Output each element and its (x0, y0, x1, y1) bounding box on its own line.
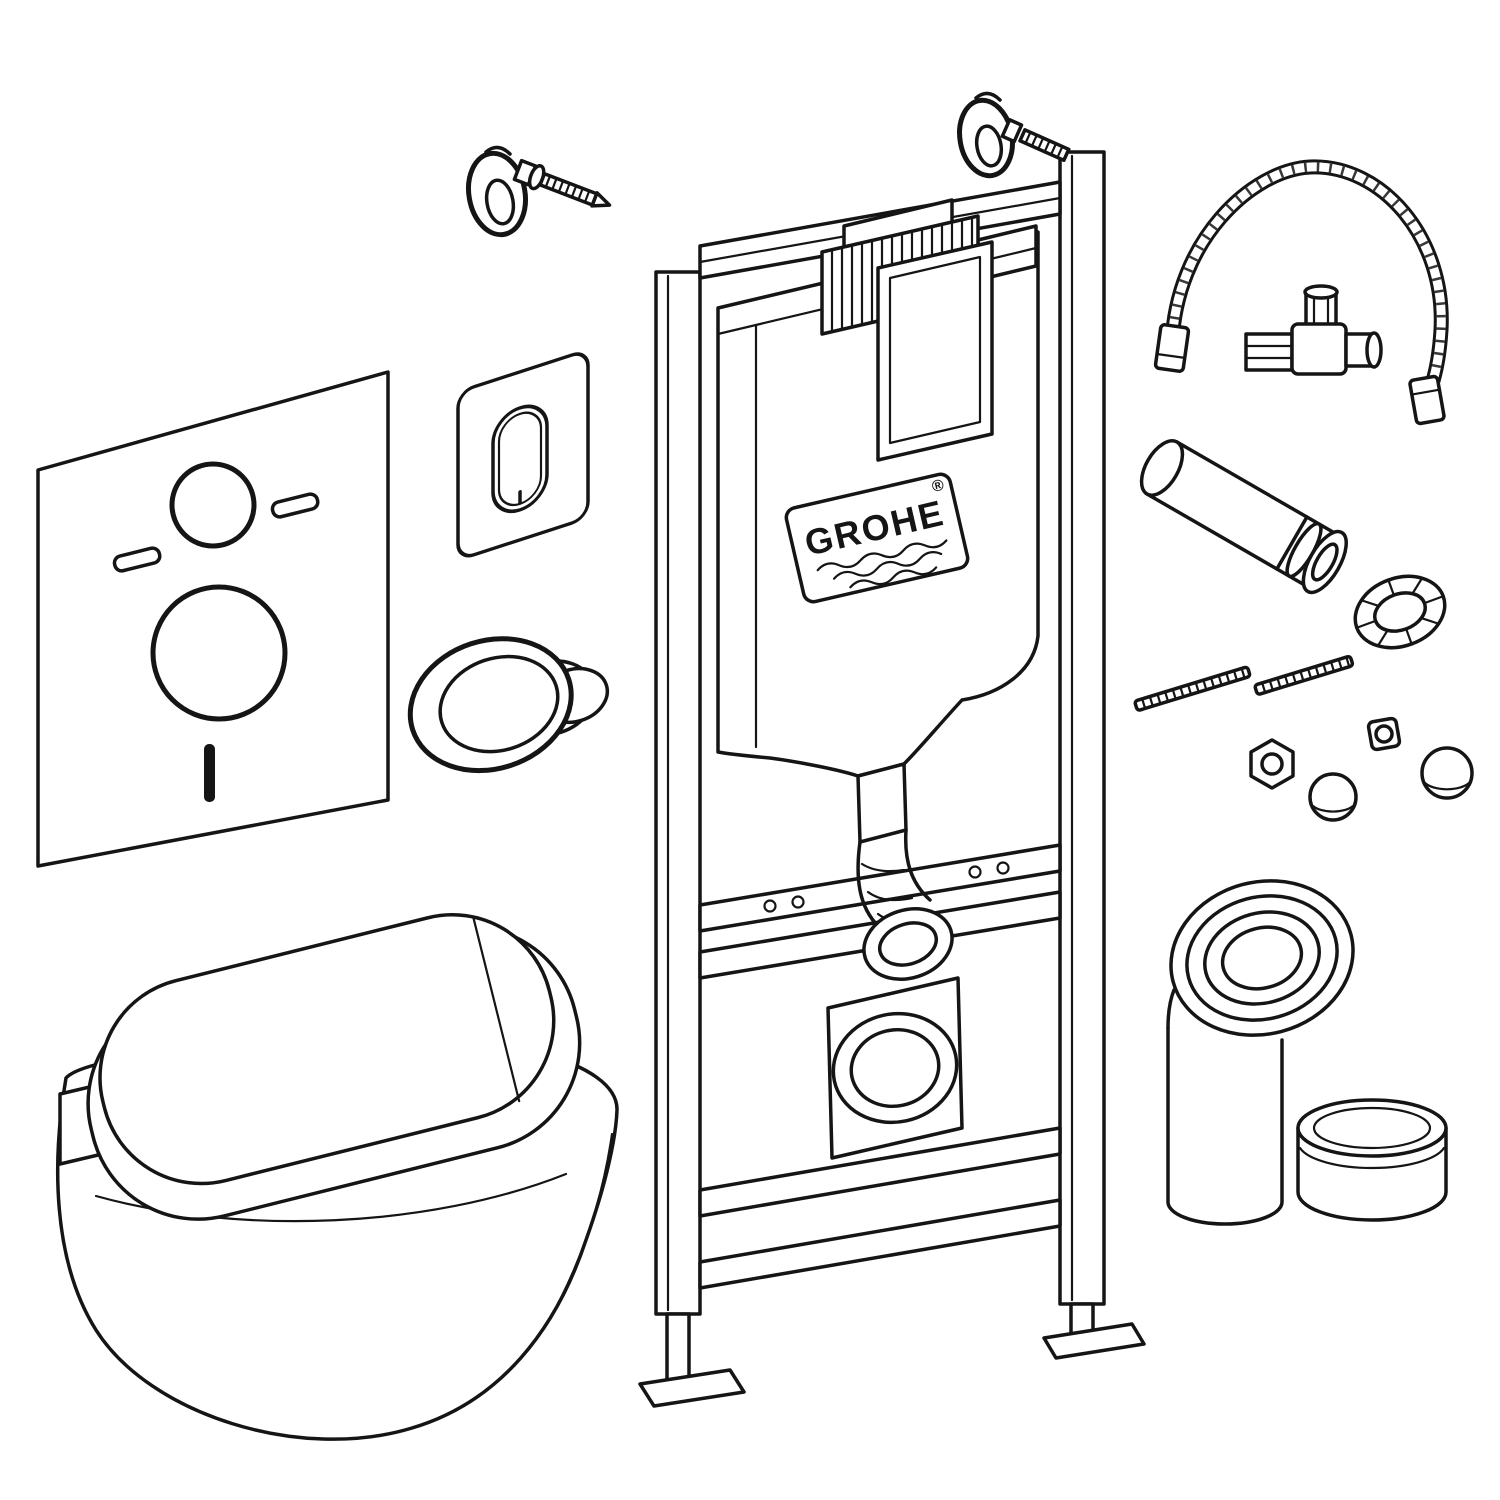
frame-bottom-strut-upper (698, 1126, 1062, 1218)
wall-hung-toilet (55, 913, 619, 1441)
hex-nut (1249, 738, 1295, 790)
drain-support-bracket (826, 976, 964, 1160)
frame-rail-right (1058, 150, 1106, 1306)
hose-fitting-left (1153, 323, 1191, 373)
angle-valve (1244, 284, 1383, 376)
inspection-window (876, 240, 994, 462)
frame-foot-right (1042, 1302, 1146, 1360)
protective-cap (1296, 1098, 1448, 1222)
flush-button (491, 404, 549, 514)
anchor-screw (512, 158, 612, 208)
frame-bottom-strut-lower (698, 1198, 1062, 1290)
concealed-cistern: GROHE ® (716, 198, 1040, 1160)
grohe-wave-lines (816, 539, 948, 589)
frame-mid-strut-upper (698, 843, 1062, 933)
hose-fitting-right (1408, 374, 1446, 426)
flush-plate (456, 352, 590, 558)
threaded-rod-2 (1253, 654, 1355, 696)
cistern-outlet-elbow (856, 762, 954, 981)
dome-cap-2 (1420, 746, 1474, 800)
registered-mark: ® (930, 477, 946, 496)
toilet-hinge-seam (472, 915, 521, 1103)
water-supply-hose (1153, 159, 1449, 426)
mat-hole-small (169, 461, 257, 549)
wall-anchor-bolt-right (957, 91, 1071, 179)
inlet-seal (407, 636, 610, 774)
mat-slot-left (112, 546, 162, 573)
mat-hole-large (150, 584, 288, 722)
mat-slot-bar (204, 744, 215, 802)
toilet-lid (98, 913, 556, 1186)
drain-elbow (1166, 879, 1355, 1226)
flush-pipe (1139, 439, 1348, 595)
threaded-rod-1 (1133, 665, 1252, 712)
outlet-seal-ring (1353, 574, 1447, 650)
valve-body (1290, 322, 1348, 376)
mat-slot-right (270, 492, 320, 519)
dome-cap-1 (1308, 772, 1358, 822)
grohe-logo-plate: GROHE ® (784, 472, 970, 604)
sound-insulation-mat (36, 370, 390, 868)
frame-foot-left (638, 1312, 746, 1408)
frame-rail-left (654, 270, 702, 1316)
installation-frame: GROHE ® (638, 91, 1146, 1408)
square-nut (1366, 716, 1402, 752)
valve-nut (1244, 332, 1294, 372)
wall-anchor-bolt-left (466, 145, 612, 238)
